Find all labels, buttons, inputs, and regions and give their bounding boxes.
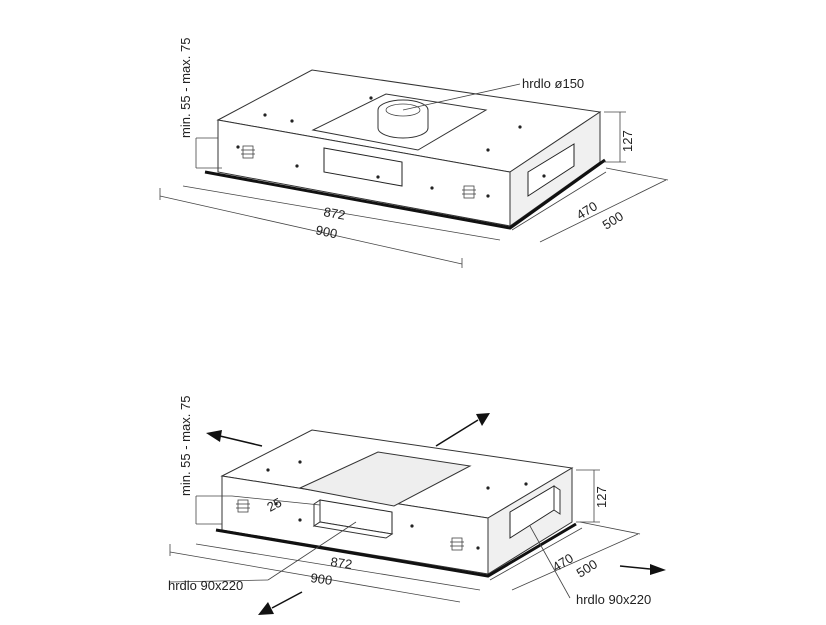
top-front-vent [323, 147, 403, 187]
top-dim-500: 500 [600, 208, 626, 232]
bottom-screw-dots [266, 460, 528, 550]
bottom-500-ext-line [579, 521, 641, 535]
bottom-500-dim-line [511, 533, 639, 591]
airflow-arrow-down-left-icon [258, 591, 303, 615]
top-height-range-label: min. 55 - max. 75 [178, 38, 193, 138]
top-470-dim-line [511, 171, 607, 231]
airflow-arrow-up-right-icon [435, 413, 490, 447]
bottom-side-outlet-edge [553, 485, 561, 515]
top-hood-base-edge [204, 158, 606, 230]
top-900-dim-line [159, 195, 463, 265]
bottom-872-dim-line [195, 543, 481, 591]
bottom-hood-drawing: min. 55 - max. 75 25 872 900 470 500 127… [168, 396, 666, 615]
airflow-arrow-right-icon [619, 564, 666, 575]
bottom-dim-470: 470 [550, 550, 576, 574]
bottom-dim-25: 25 [264, 495, 284, 515]
top-left-bracket-icon [241, 145, 255, 159]
airflow-arrow-up-left-icon [206, 430, 263, 447]
top-round-outlet-inner [385, 103, 421, 117]
bottom-25-leader [231, 495, 321, 506]
bottom-right-bracket-icon [450, 537, 464, 551]
top-500-dim-line [539, 179, 667, 243]
top-dim-127: 127 [620, 130, 635, 152]
top-round-outlet-tube [377, 110, 429, 139]
bottom-left-outlet-label: hrdlo 90x220 [168, 578, 243, 593]
bottom-hood-base-edge [215, 522, 577, 578]
top-right-bracket-icon [462, 185, 476, 199]
bottom-left-outlet-leader [267, 521, 357, 581]
top-dim-872: 872 [322, 204, 346, 223]
bottom-470-dim-line [489, 527, 583, 581]
bottom-dim-500: 500 [574, 556, 600, 580]
top-500-ext-line [605, 167, 669, 181]
bottom-right-outlet-leader [529, 525, 571, 599]
top-outlet-label: hrdlo ø150 [522, 76, 584, 91]
bottom-glass-panel [298, 451, 472, 507]
bottom-dim-127: 127 [594, 486, 609, 508]
bottom-dim-900: 900 [310, 570, 334, 588]
top-dim-470: 470 [574, 198, 600, 222]
top-side-vent [527, 143, 575, 197]
top-outlet-leader [402, 83, 521, 111]
top-872-dim-line [182, 185, 501, 241]
bottom-left-outlet-leader-tail [169, 579, 269, 583]
bottom-front-outlet-bottom [312, 521, 394, 539]
bottom-right-outlet-label: hrdlo 90x220 [576, 592, 651, 607]
bottom-dim-872: 872 [330, 554, 354, 572]
top-dim-900: 900 [314, 222, 338, 241]
bottom-900-dim-line [169, 551, 461, 603]
top-screw-dots [236, 96, 546, 198]
bottom-height-range-label: min. 55 - max. 75 [178, 396, 193, 496]
top-hood-drawing: min. 55 - max. 75 hrdlo ø150 872 900 470… [159, 38, 669, 268]
bottom-left-bracket-icon [236, 499, 250, 513]
